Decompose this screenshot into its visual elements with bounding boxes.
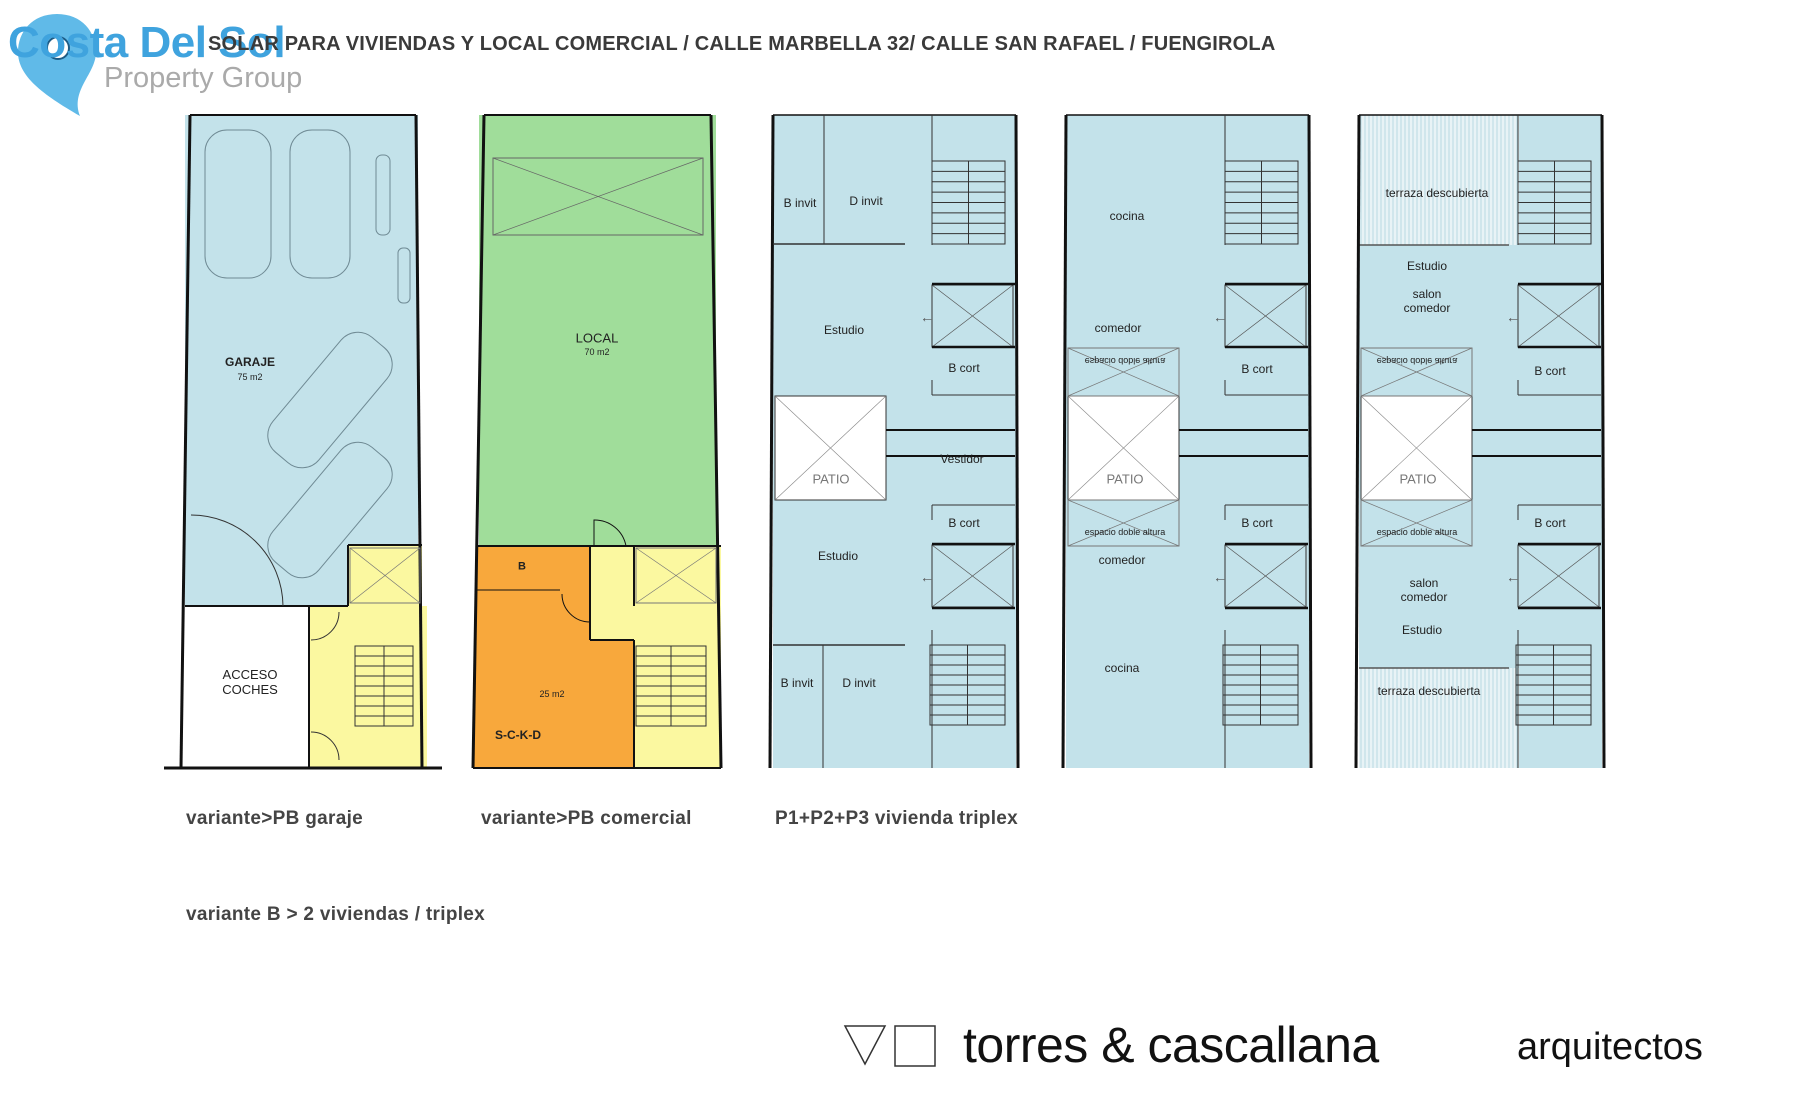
arrow-icon: ← — [920, 569, 934, 585]
room-label: B cort — [1534, 364, 1566, 379]
arrow-icon: ← — [920, 309, 934, 325]
terrace-area — [1359, 115, 1519, 245]
room-label: espacio doble altura — [1376, 356, 1458, 367]
room-label: terraza descubierta — [1385, 186, 1489, 201]
room-label: Vestidor — [940, 452, 984, 467]
room-label: Estudio — [1401, 623, 1443, 638]
caption-upper-floors: P1+P2+P3 vivienda triplex — [775, 808, 1019, 829]
motorbike-icon — [375, 154, 391, 236]
access-area — [181, 606, 309, 768]
caption-variant-b: variante B > 2 viviendas / triplex — [186, 904, 486, 925]
patio-label: PATIO — [1399, 471, 1437, 487]
car-icon — [289, 129, 351, 279]
garage-area — [185, 115, 418, 606]
arrow-icon: ← — [1213, 309, 1227, 325]
patio-label: PATIO — [1106, 471, 1144, 487]
patio-label: PATIO — [812, 471, 850, 487]
back-area: 25 m2 — [539, 688, 565, 699]
room-label: B cort — [1241, 362, 1273, 377]
room-label: comedor — [1098, 553, 1146, 568]
caption-commercial: variante>PB comercial — [481, 808, 692, 829]
logo-name: Costa Del Sol — [8, 18, 286, 67]
garage-label: GARAJE — [224, 355, 276, 370]
room-label: B cort — [1534, 516, 1566, 531]
room-label: B invit — [780, 676, 814, 691]
room-label: D invit — [849, 194, 883, 209]
void-x — [492, 157, 704, 236]
room-label: Estudio — [1406, 259, 1448, 274]
back-room-label: S-C-K-D — [495, 728, 541, 743]
page-title: SOLAR PARA VIVIENDAS Y LOCAL COMERCIAL /… — [208, 33, 1276, 55]
architect-suffix: arquitectos — [1517, 1026, 1703, 1068]
room-label: cocina — [1109, 209, 1145, 224]
void-x — [635, 547, 717, 604]
architect-name: torres & cascallana — [963, 1017, 1379, 1073]
void-x — [1067, 499, 1180, 547]
terrace-area — [1359, 668, 1519, 768]
room-label: Estudio — [817, 549, 859, 564]
motorbike-icon — [397, 247, 411, 304]
void-x — [1067, 347, 1180, 397]
bath-label: B — [518, 560, 526, 573]
room-label: salon comedor — [1400, 576, 1448, 604]
void-x — [1360, 499, 1473, 547]
caption-garage: variante>PB garaje — [186, 808, 364, 829]
access-label: ACCESO COCHES — [222, 667, 278, 697]
architect-logo-mark — [843, 1025, 936, 1067]
room-label: salon comedor — [1403, 287, 1451, 315]
room-label: terraza descubierta — [1377, 684, 1481, 699]
room-label: B invit — [783, 196, 817, 211]
void-x — [1360, 347, 1473, 397]
room-label: espacio doble altura — [1084, 526, 1166, 537]
local-area — [479, 115, 716, 546]
local-area: 70 m2 — [584, 346, 610, 357]
room-label: cocina — [1104, 661, 1140, 676]
garage-area: 75 m2 — [237, 371, 263, 382]
room-label: Estudio — [823, 323, 865, 338]
room-label: comedor — [1094, 321, 1142, 336]
room-label: B cort — [948, 361, 980, 376]
car-icon — [204, 129, 272, 279]
logo-tagline: Property Group — [104, 62, 303, 94]
stair-area — [590, 546, 721, 768]
map-pin-icon — [18, 14, 96, 116]
room-label: espacio doble altura — [1084, 356, 1166, 367]
arrow-icon: ← — [1506, 309, 1520, 325]
arrow-icon: ← — [1506, 569, 1520, 585]
void-x — [349, 547, 421, 604]
room-label: B cort — [948, 516, 980, 531]
room-label: espacio doble altura — [1376, 526, 1458, 537]
room-label: B cort — [1241, 516, 1273, 531]
back-room-area — [473, 546, 634, 768]
room-label: D invit — [842, 676, 876, 691]
car-icon — [267, 331, 393, 469]
car-icon — [267, 441, 393, 579]
stair-area — [309, 606, 427, 768]
local-label: LOCAL — [575, 330, 619, 346]
arrow-icon: ← — [1213, 569, 1227, 585]
